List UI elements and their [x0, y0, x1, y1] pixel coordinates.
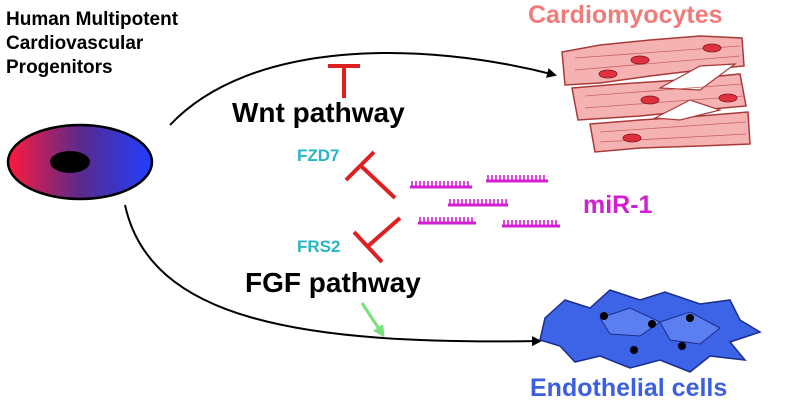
arrow-to-endothelial [124, 204, 542, 347]
progenitor-cell-icon [6, 123, 154, 201]
progenitor-title-line-1: Human Multipotent [6, 9, 179, 30]
progenitor-title-line-2: Cardiovascular [6, 33, 144, 54]
mirna-strand [410, 181, 472, 189]
mirna-strand [486, 175, 548, 183]
cardiomyocytes-icon [561, 35, 751, 153]
endothelial-cells-icon [539, 289, 762, 373]
progenitor-title: Human Multipotent Cardiovascular Progeni… [6, 8, 178, 80]
mirna-strand [448, 199, 508, 207]
arrow-to-cardiomyocytes [169, 52, 557, 126]
endothelial-label: Endothelial cells [530, 374, 728, 402]
fgf-pathway-label: FGF pathway [245, 267, 421, 298]
mirna-strand [418, 217, 476, 225]
mirna-strand [502, 220, 560, 228]
frs2-label: FRS2 [297, 237, 341, 256]
fgf-promotion-arrow [360, 302, 385, 338]
mir1-label: miR-1 [583, 191, 653, 219]
frs2-inhibition-bar [352, 216, 402, 264]
fzd7-label: FZD7 [297, 146, 340, 165]
progenitor-title-line-3: Progenitors [6, 57, 113, 78]
mirna-strands [410, 175, 560, 228]
wnt-pathway-label: Wnt pathway [232, 97, 405, 128]
wnt-inhibition-bar [328, 64, 360, 98]
cardiomyocytes-label: Cardiomyocytes [528, 1, 723, 29]
fzd7-inhibition-bar [344, 150, 397, 200]
